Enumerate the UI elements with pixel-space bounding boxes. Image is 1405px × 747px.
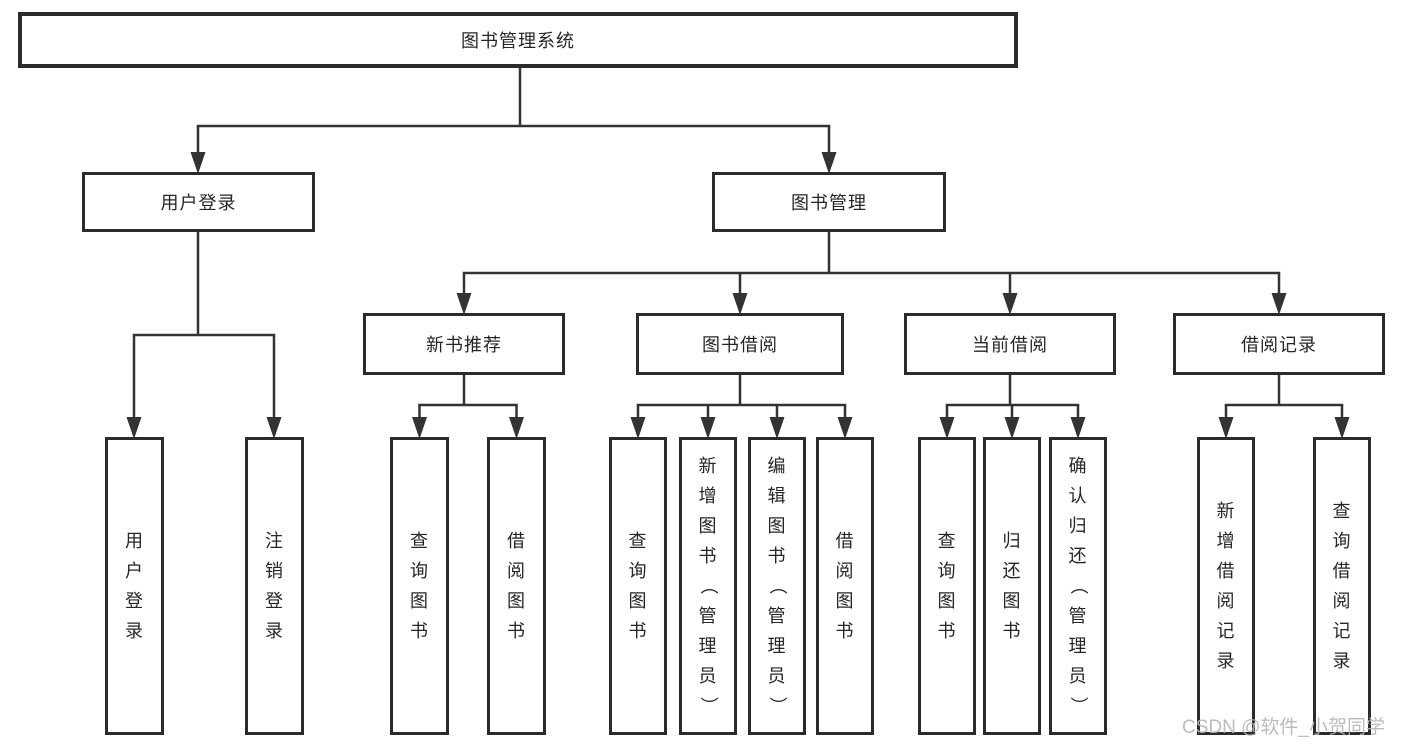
leaf-query-books-current: 查询图书 <box>918 437 976 735</box>
leaf-query-books-borrow: 查询图书 <box>609 437 667 735</box>
leaf-add-borrow-record: 新增借阅记录 <box>1197 437 1255 735</box>
leaf-borrow-books-recommend: 借阅图书 <box>487 437 546 735</box>
leaf-query-borrow-record: 查询借阅记录 <box>1313 437 1371 735</box>
leaf-logout: 注销登录 <box>245 437 304 735</box>
leaf-edit-books-admin: 编辑图书（管理员） <box>748 437 806 735</box>
leaf-edit-books-admin-label: 编辑图书（管理员） <box>767 456 787 716</box>
arrowhead <box>732 293 748 315</box>
leaf-borrow-books: 借阅图书 <box>816 437 874 735</box>
arrowhead <box>821 152 837 174</box>
node-book-management-label: 图书管理 <box>791 193 867 213</box>
connectors <box>126 68 1350 439</box>
arrowhead <box>939 417 955 439</box>
node-new-book-recommend: 新书推荐 <box>363 313 565 375</box>
leaf-confirm-return-admin-label: 确认归还（管理员） <box>1068 456 1088 716</box>
arrowhead <box>1334 417 1350 439</box>
leaf-query-borrow-record-label: 查询借阅记录 <box>1332 501 1352 671</box>
leaf-user-login: 用户登录 <box>105 437 164 735</box>
leaf-query-books-borrow-label: 查询图书 <box>628 531 648 641</box>
arrowhead <box>700 417 716 439</box>
leaf-confirm-return-admin: 确认归还（管理员） <box>1049 437 1107 735</box>
arrowhead <box>509 417 524 439</box>
node-book-borrow-label: 图书借阅 <box>702 335 778 355</box>
leaf-add-books-admin: 新增图书（管理员） <box>679 437 737 735</box>
leaf-logout-label: 注销登录 <box>265 531 284 641</box>
arrowhead <box>190 152 206 174</box>
arrowhead <box>456 293 472 315</box>
node-current-borrow-label: 当前借阅 <box>972 335 1048 355</box>
node-borrow-records: 借阅记录 <box>1173 313 1385 375</box>
node-root-label: 图书管理系统 <box>461 31 575 51</box>
node-borrow-records-label: 借阅记录 <box>1241 335 1317 355</box>
arrowhead <box>266 417 282 439</box>
node-new-book-recommend-label: 新书推荐 <box>426 335 502 355</box>
arrowhead <box>412 417 427 439</box>
leaf-query-books-current-label: 查询图书 <box>937 531 957 641</box>
arrowhead <box>837 417 853 439</box>
leaf-user-login-label: 用户登录 <box>125 531 144 641</box>
leaf-query-books-recommend-label: 查询图书 <box>410 531 429 641</box>
arrowhead <box>630 417 646 439</box>
node-book-management: 图书管理 <box>712 172 946 232</box>
csdn-watermark: CSDN @软件_小贺同学 <box>1182 717 1385 738</box>
arrowhead <box>126 417 142 439</box>
leaf-add-books-admin-label: 新增图书（管理员） <box>698 456 718 716</box>
arrowhead <box>1271 293 1287 315</box>
arrowhead <box>1002 293 1018 315</box>
node-user-login: 用户登录 <box>82 172 315 232</box>
leaf-borrow-books-recommend-label: 借阅图书 <box>507 531 526 641</box>
leaf-return-books: 归还图书 <box>983 437 1041 735</box>
node-current-borrow: 当前借阅 <box>904 313 1116 375</box>
leaf-return-books-label: 归还图书 <box>1002 531 1022 641</box>
node-user-login-label: 用户登录 <box>160 193 237 213</box>
leaf-borrow-books-label: 借阅图书 <box>835 531 855 641</box>
arrowhead <box>1218 417 1234 439</box>
arrowhead <box>1070 417 1086 439</box>
arrowhead <box>1004 417 1020 439</box>
arrowhead <box>769 417 785 439</box>
leaf-add-borrow-record-label: 新增借阅记录 <box>1216 501 1236 671</box>
node-root: 图书管理系统 <box>18 12 1018 68</box>
node-book-borrow: 图书借阅 <box>636 313 844 375</box>
leaf-query-books-recommend: 查询图书 <box>390 437 449 735</box>
